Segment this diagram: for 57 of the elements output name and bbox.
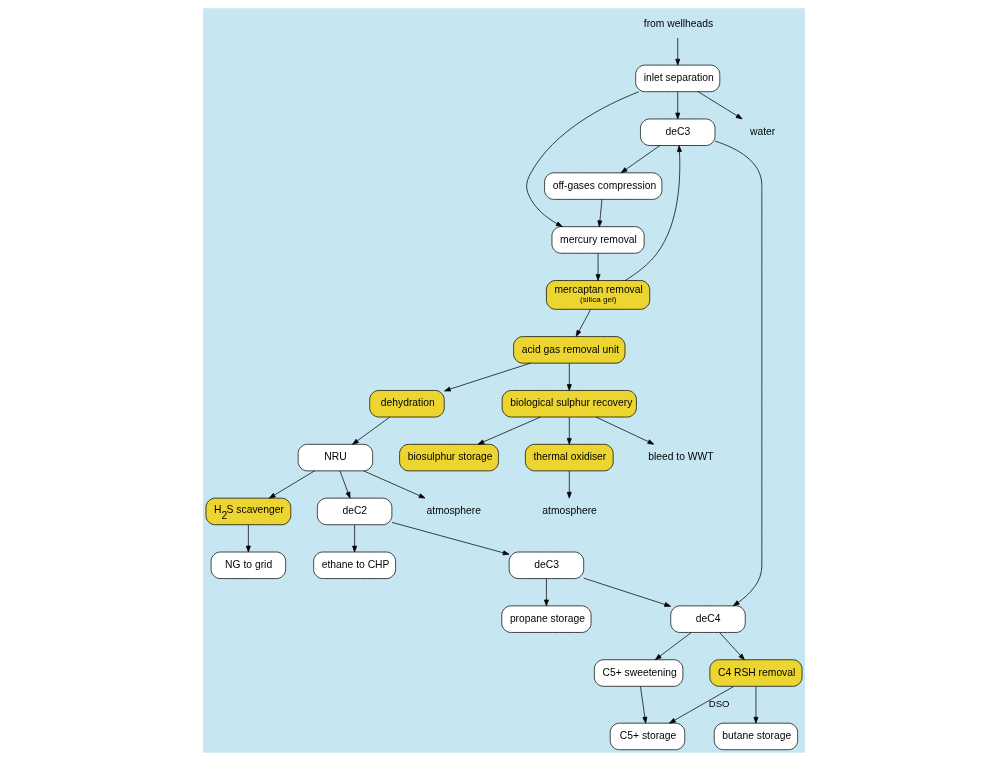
node-box: mercury removal xyxy=(551,226,645,254)
node-box: C5+ sweetening xyxy=(593,659,683,687)
node-box: C4 RSH removal xyxy=(708,659,802,687)
arrow xyxy=(674,37,680,66)
node-text: water xyxy=(749,125,775,137)
node-box: biosulphur storage xyxy=(398,443,499,472)
arrow xyxy=(391,522,509,556)
arrow xyxy=(575,309,591,337)
node-box: deC4 xyxy=(669,605,746,633)
arrow xyxy=(245,524,251,553)
node-box: dehydration xyxy=(368,390,445,418)
arrow xyxy=(582,577,671,607)
arrow xyxy=(543,578,549,607)
arrow xyxy=(718,632,745,661)
node-box: acid gas removal unit xyxy=(512,336,625,364)
arrow xyxy=(351,416,390,445)
edge-label: DSO xyxy=(708,698,729,710)
arrow xyxy=(566,470,572,499)
node-box: NRU xyxy=(297,443,373,472)
node-box: deC2 xyxy=(316,497,392,526)
node-box: deC3 xyxy=(508,551,584,579)
arrow xyxy=(639,686,647,724)
arrow xyxy=(566,362,572,391)
node-text: bleed to WWT xyxy=(647,451,714,463)
node-box: thermal oxidiser xyxy=(524,443,614,472)
node-box: inlet separation xyxy=(634,64,720,93)
arrow xyxy=(443,362,531,392)
arrow xyxy=(362,470,425,499)
arrow xyxy=(595,253,600,281)
node-text: atmosphere xyxy=(426,505,481,517)
arrow xyxy=(624,145,682,281)
node-box: ethane to CHP xyxy=(312,551,396,579)
arrow xyxy=(654,632,692,661)
node-text: from wellheads xyxy=(643,18,713,30)
node-box: NG to grid xyxy=(210,551,286,579)
arrow xyxy=(351,524,357,553)
arrow xyxy=(620,145,660,174)
arrow xyxy=(477,416,541,445)
arrow xyxy=(566,416,572,445)
node-box: mercaptan removal (silica gel) xyxy=(545,280,650,310)
arrow xyxy=(674,91,680,120)
node-box: off-gases compression xyxy=(543,172,662,200)
node-box: butane storage xyxy=(713,722,798,751)
arrow xyxy=(753,686,758,724)
arrow xyxy=(697,91,742,120)
arrow xyxy=(525,91,639,227)
arrow xyxy=(339,470,350,499)
arrow xyxy=(595,416,654,445)
arrow xyxy=(596,199,602,228)
node-box: propane storage xyxy=(500,605,591,633)
arrow xyxy=(668,686,734,724)
node-box: C5+ storage xyxy=(609,722,685,751)
arrow xyxy=(714,140,762,607)
node-box: biological sulphur recovery xyxy=(501,390,637,418)
node-text: atmosphere xyxy=(541,505,597,517)
node-box: deC3 xyxy=(639,118,715,146)
arrow xyxy=(268,470,315,499)
